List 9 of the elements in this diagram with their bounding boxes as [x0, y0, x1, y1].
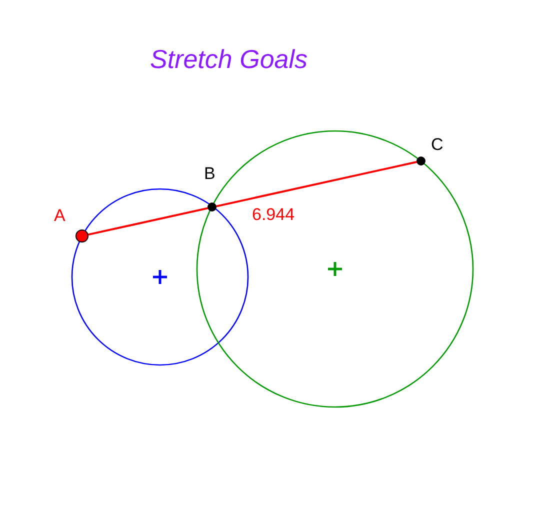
line-segment [88, 160, 418, 236]
point [417, 135, 445, 165]
edge-label: 6.944 [252, 205, 295, 225]
point [54, 206, 88, 242]
point-label: C [431, 135, 444, 155]
point-label: B [204, 164, 216, 184]
point [204, 164, 218, 211]
point-label: A [54, 206, 66, 226]
title: Stretch Goals [150, 44, 308, 75]
